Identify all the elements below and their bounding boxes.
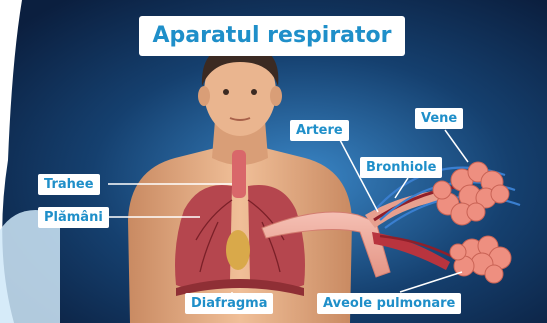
label-diaphragm: Diafragma	[185, 293, 273, 314]
label-trachea: Trahee	[38, 174, 100, 195]
label-alveoli: Aveole pulmonare	[317, 293, 461, 314]
label-veins: Vene	[415, 108, 463, 129]
left-ear	[198, 86, 210, 106]
page-title: Aparatul respirator	[139, 16, 405, 56]
trachea-organ	[232, 150, 246, 198]
label-arteries: Artere	[290, 120, 349, 141]
label-lungs: Plămâni	[38, 207, 109, 228]
right-ear	[270, 86, 282, 106]
label-bronchioles: Bronhiole	[360, 157, 442, 178]
heart	[226, 230, 250, 270]
